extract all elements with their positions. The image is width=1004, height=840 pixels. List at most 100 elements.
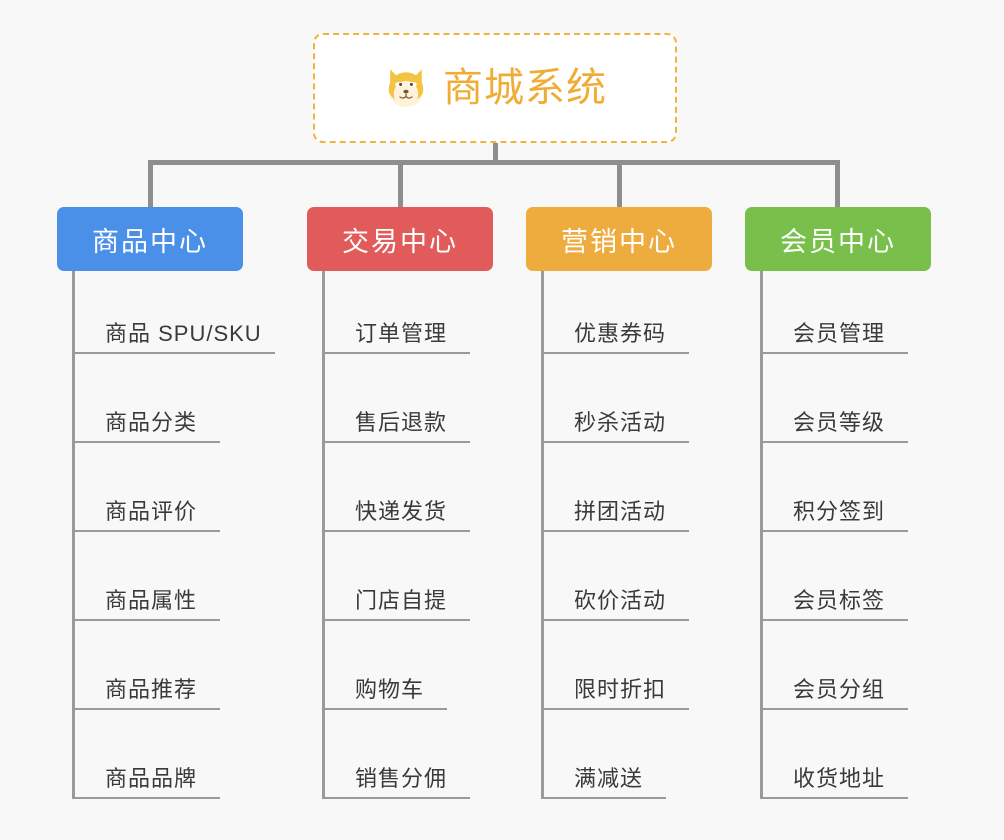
leaf-label: 商品属性 — [105, 588, 198, 613]
leaf-item[interactable]: 售后退款 — [307, 360, 493, 449]
category-box-product-center[interactable]: 商品中心 — [57, 207, 243, 271]
leaf-label: 门店自提 — [355, 588, 448, 613]
category-title: 会员中心 — [780, 226, 896, 257]
leaf-label: 快递发货 — [355, 499, 448, 524]
category-title: 商品中心 — [92, 226, 208, 257]
column-trade-center: 交易中心订单管理售后退款快递发货门店自提购物车销售分佣 — [307, 207, 493, 799]
leaf-label: 会员等级 — [793, 410, 886, 435]
leaf-item[interactable]: 限时折扣 — [526, 627, 712, 716]
column-spine-trade-center — [322, 271, 325, 799]
leaf-item[interactable]: 会员等级 — [745, 360, 931, 449]
leaf-label: 会员管理 — [793, 321, 886, 346]
connector-drop-3 — [617, 160, 622, 207]
leaf-label: 售后退款 — [355, 410, 448, 435]
leaf-item[interactable]: 商品 SPU/SKU — [57, 271, 275, 360]
leaf-underline — [760, 530, 908, 532]
root-node[interactable]: 商城系统 — [313, 33, 677, 143]
leaf-label: 积分签到 — [793, 499, 886, 524]
column-spine-marketing-center — [541, 271, 544, 799]
leaf-list-trade-center: 订单管理售后退款快递发货门店自提购物车销售分佣 — [307, 271, 493, 805]
connector-drop-4 — [835, 160, 840, 207]
leaf-item[interactable]: 销售分佣 — [307, 716, 493, 805]
leaf-item[interactable]: 收货地址 — [745, 716, 931, 805]
leaf-item[interactable]: 砍价活动 — [526, 538, 712, 627]
leaf-underline — [541, 708, 689, 710]
leaf-item[interactable]: 满减送 — [526, 716, 712, 805]
leaf-label: 商品品牌 — [105, 766, 198, 791]
column-product-center: 商品中心商品 SPU/SKU 商品分类商品评价商品属性商品推荐商品品牌 — [57, 207, 275, 799]
leaf-label: 会员标签 — [793, 588, 886, 613]
leaf-underline — [72, 441, 220, 443]
leaf-underline — [322, 352, 470, 354]
connector-drop-1 — [148, 160, 153, 207]
leaf-label: 购物车 — [355, 677, 425, 702]
column-spine-member-center — [760, 271, 763, 799]
leaf-list-marketing-center: 优惠券码秒杀活动拼团活动砍价活动限时折扣满减送 — [526, 271, 712, 805]
column-member-center: 会员中心会员管理会员等级积分签到会员标签会员分组收货地址 — [745, 207, 931, 799]
leaf-underline — [72, 352, 275, 354]
leaf-underline — [541, 797, 666, 799]
leaf-list-member-center: 会员管理会员等级积分签到会员标签会员分组收货地址 — [745, 271, 931, 805]
category-box-member-center[interactable]: 会员中心 — [745, 207, 931, 271]
category-title: 营销中心 — [561, 226, 677, 257]
connector-horizontal-bus — [148, 160, 840, 165]
leaf-underline — [541, 352, 689, 354]
leaf-label: 商品分类 — [105, 410, 198, 435]
leaf-underline — [760, 352, 908, 354]
leaf-item[interactable]: 拼团活动 — [526, 449, 712, 538]
leaf-underline — [541, 619, 689, 621]
leaf-underline — [760, 797, 908, 799]
leaf-item[interactable]: 会员标签 — [745, 538, 931, 627]
leaf-label: 砍价活动 — [574, 588, 667, 613]
root-title: 商城系统 — [443, 66, 607, 110]
connector-drop-2 — [398, 160, 403, 207]
leaf-item[interactable]: 积分签到 — [745, 449, 931, 538]
leaf-underline — [541, 530, 689, 532]
leaf-item[interactable]: 门店自提 — [307, 538, 493, 627]
category-box-marketing-center[interactable]: 营销中心 — [526, 207, 712, 271]
leaf-list-product-center: 商品 SPU/SKU 商品分类商品评价商品属性商品推荐商品品牌 — [57, 271, 275, 805]
leaf-label: 收货地址 — [793, 766, 886, 791]
leaf-item[interactable]: 快递发货 — [307, 449, 493, 538]
column-marketing-center: 营销中心优惠券码秒杀活动拼团活动砍价活动限时折扣满减送 — [526, 207, 712, 799]
leaf-label: 商品 SPU/SKU — [105, 321, 262, 346]
leaf-underline — [72, 530, 220, 532]
leaf-item[interactable]: 商品推荐 — [57, 627, 243, 716]
leaf-underline — [541, 441, 689, 443]
leaf-label: 会员分组 — [793, 677, 886, 702]
leaf-underline — [72, 708, 220, 710]
leaf-item[interactable]: 商品品牌 — [57, 716, 243, 805]
leaf-underline — [72, 619, 220, 621]
leaf-item[interactable]: 商品分类 — [57, 360, 243, 449]
leaf-label: 优惠券码 — [574, 321, 667, 346]
leaf-label: 商品推荐 — [105, 677, 198, 702]
category-box-trade-center[interactable]: 交易中心 — [307, 207, 493, 271]
leaf-underline — [72, 797, 220, 799]
leaf-underline — [760, 619, 908, 621]
column-spine-product-center — [72, 271, 75, 799]
leaf-item[interactable]: 订单管理 — [307, 271, 493, 360]
leaf-label: 秒杀活动 — [574, 410, 667, 435]
leaf-underline — [760, 441, 908, 443]
leaf-underline — [322, 708, 447, 710]
leaf-label: 限时折扣 — [574, 677, 667, 702]
leaf-underline — [760, 708, 908, 710]
leaf-label: 订单管理 — [355, 321, 448, 346]
leaf-underline — [322, 441, 470, 443]
leaf-item[interactable]: 优惠券码 — [526, 271, 712, 360]
leaf-label: 销售分佣 — [355, 766, 448, 791]
leaf-item[interactable]: 商品评价 — [57, 449, 243, 538]
leaf-underline — [322, 797, 470, 799]
leaf-label: 满减送 — [574, 766, 644, 791]
leaf-item[interactable]: 商品属性 — [57, 538, 243, 627]
category-title: 交易中心 — [342, 226, 458, 257]
leaf-label: 拼团活动 — [574, 499, 667, 524]
root-node-content: 商城系统 — [383, 65, 607, 111]
leaf-label: 商品评价 — [105, 499, 198, 524]
leaf-item[interactable]: 会员分组 — [745, 627, 931, 716]
leaf-item[interactable]: 秒杀活动 — [526, 360, 712, 449]
leaf-item[interactable]: 购物车 — [307, 627, 493, 716]
leaf-item[interactable]: 会员管理 — [745, 271, 931, 360]
leaf-underline — [322, 530, 470, 532]
